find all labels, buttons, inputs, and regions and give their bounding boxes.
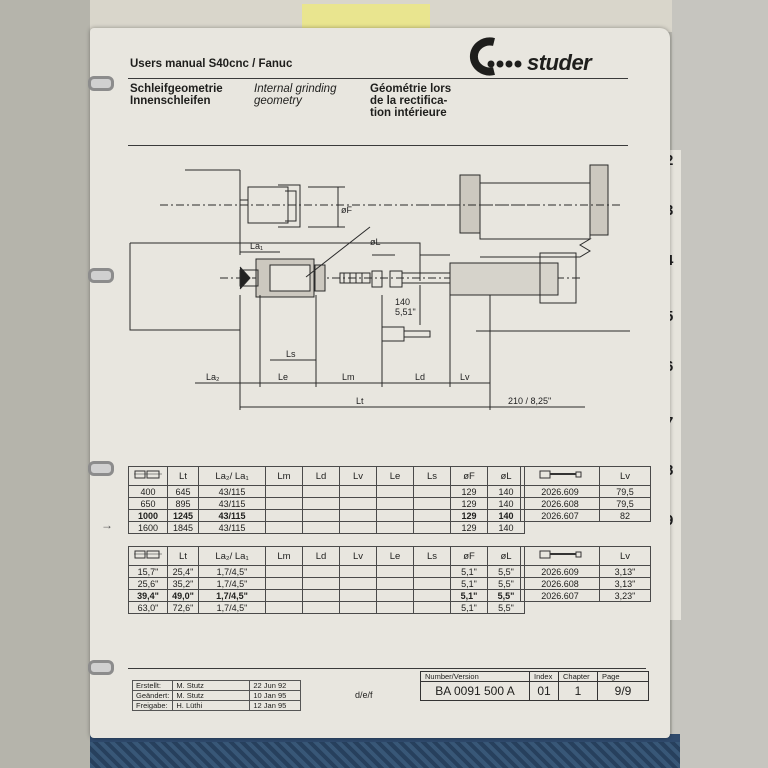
index-value: 01 <box>529 681 559 701</box>
col-header: Ls <box>413 466 451 486</box>
table-row: 39,4"49,0"1,7/4,5"5,1"5,5" <box>128 589 525 602</box>
chapter-header: Chapter <box>558 671 598 682</box>
manual-title: Users manual S40cnc / Fanuc <box>130 58 293 70</box>
page-value: 9/9 <box>597 681 649 701</box>
grinding-quill-icon <box>536 549 584 560</box>
col-header: Lv <box>599 466 651 486</box>
col-header: Lv <box>599 546 651 566</box>
col-header: øL <box>487 466 525 486</box>
col-header: Lm <box>265 546 303 566</box>
col-header: Ld <box>302 466 340 486</box>
col-header: Lv <box>339 466 377 486</box>
studer-logo-icon <box>469 37 522 76</box>
col-header: Lv <box>339 546 377 566</box>
binder-ring <box>88 660 114 675</box>
col-header: Lt <box>167 546 199 566</box>
lm-label: Lm <box>342 372 355 382</box>
background-right <box>672 0 768 768</box>
table-row: 15,7"25,4"1,7/4,5"5,1"5,5" <box>128 565 525 578</box>
page-header: Page <box>597 671 649 682</box>
index-header: Index <box>529 671 559 682</box>
col-header: La₂/ La₁ <box>198 546 266 566</box>
table-row: 63,0"72,6"1,7/4,5"5,1"5,5" <box>128 601 525 614</box>
lv-label: Lv <box>460 372 470 382</box>
sticky-note <box>302 4 430 30</box>
ld-label: Ld <box>415 372 425 382</box>
le-label: Le <box>278 372 288 382</box>
col-header: Lt <box>167 466 199 486</box>
binder-ring <box>88 268 114 283</box>
workpiece-icon <box>134 549 162 560</box>
col-header: øF <box>450 546 488 566</box>
document-number: BA 0091 500 A <box>420 681 530 701</box>
lt-label: Lt <box>356 396 364 406</box>
col-header: øF <box>450 466 488 486</box>
header-rule <box>128 78 628 79</box>
la1-label: La₁ <box>250 241 263 251</box>
header-bottom-rule <box>128 145 628 146</box>
dist-in-label: 5,51" <box>395 307 416 317</box>
logo-text: studer <box>527 50 592 75</box>
footer-rule <box>128 668 646 669</box>
table-row: 25,6"35,2"1,7/4,5"5,1"5,5" <box>128 577 525 590</box>
dist-mm-label: 140 <box>395 297 410 307</box>
language-code: d/e/f <box>355 690 373 700</box>
col-header: Ls <box>413 546 451 566</box>
binder-ring <box>88 76 114 91</box>
col-header: øL <box>487 546 525 566</box>
ls-label: Ls <box>286 349 296 359</box>
number-header: Number/Version <box>420 671 530 682</box>
col-header: Le <box>376 466 414 486</box>
grinding-quill-icon <box>536 469 584 480</box>
background-left <box>0 0 95 768</box>
binder-ring <box>88 461 114 476</box>
col-header: Lm <box>265 466 303 486</box>
right-dim-label: 210 / 8,25" <box>508 396 551 406</box>
inch-table: Lt La₂/ La₁ Lm Ld Lv Le Ls øF øL 15,7"25… <box>128 546 525 614</box>
of-label: øF <box>341 205 352 215</box>
col-header: La₂/ La₁ <box>198 466 266 486</box>
workpiece-icon <box>134 469 162 480</box>
chapter-value: 1 <box>558 681 598 701</box>
grinding-geometry-diagram: øF øL 140 5,51" La₁ Ls La₂ Le Lm Ld Lv L… <box>129 164 630 410</box>
col-header: Le <box>376 546 414 566</box>
col-header: Ld <box>302 546 340 566</box>
ol-label: øL <box>370 237 381 247</box>
hand-arrow-icon: → <box>101 518 113 532</box>
document-id-table: Number/Version Index Chapter Page BA 009… <box>420 671 649 701</box>
la2-label: La₂ <box>206 372 220 382</box>
cloth-texture <box>90 742 680 768</box>
